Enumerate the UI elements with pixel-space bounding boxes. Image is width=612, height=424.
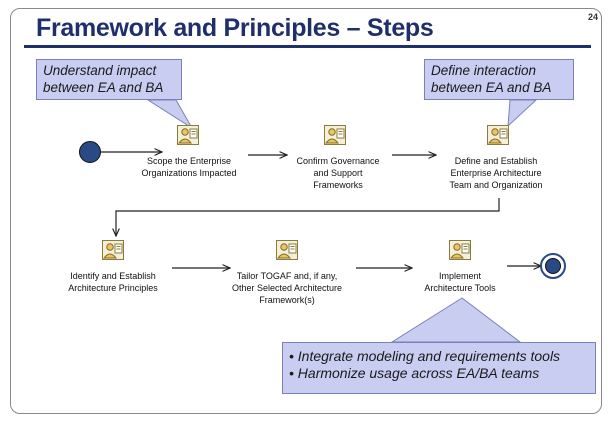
page-number: 24	[588, 12, 599, 22]
bullet-integrate-tools: • Integrate modeling and requirements to…	[289, 348, 561, 364]
step-define-ea-team: Define and Establish Enterprise Architec…	[449, 156, 543, 190]
step-worker-icon	[324, 125, 346, 145]
start-node	[79, 141, 101, 163]
step-tailor-togaf: Tailor TOGAF and, if any, Other Selected…	[231, 271, 343, 305]
step-implement-tools: Implement Architecture Tools	[424, 271, 496, 293]
step-confirm-governance: Confirm Governance and Support Framework…	[296, 156, 380, 190]
callout-top-left-tail	[146, 99, 193, 129]
callout-top-left: Understand impact between EA and BA	[36, 59, 182, 100]
step-worker-icon	[276, 240, 298, 260]
step-worker-icon	[102, 240, 124, 260]
step-scope-enterprise: Scope the Enterprise Organizations Impac…	[141, 156, 237, 178]
step-worker-icon	[449, 240, 471, 260]
title-rule	[24, 45, 591, 48]
step-identify-principles: Identify and Establish Architecture Prin…	[68, 271, 158, 293]
step-worker-icon	[487, 125, 509, 145]
bullet-harmonize-usage: • Harmonize usage across EA/BA teams	[289, 365, 540, 381]
slide-title: Framework and Principles – Steps	[36, 14, 434, 42]
arrow-step3-to-step4	[116, 198, 500, 236]
callout-bottom-tail	[390, 297, 522, 343]
callout-top-right: Define interaction between EA and BA	[424, 59, 574, 100]
callout-top-right-tail	[507, 99, 538, 128]
callout-bottom: • Integrate modeling and requirements to…	[282, 342, 596, 394]
end-node-core	[545, 258, 561, 274]
step-worker-icon	[177, 125, 199, 145]
